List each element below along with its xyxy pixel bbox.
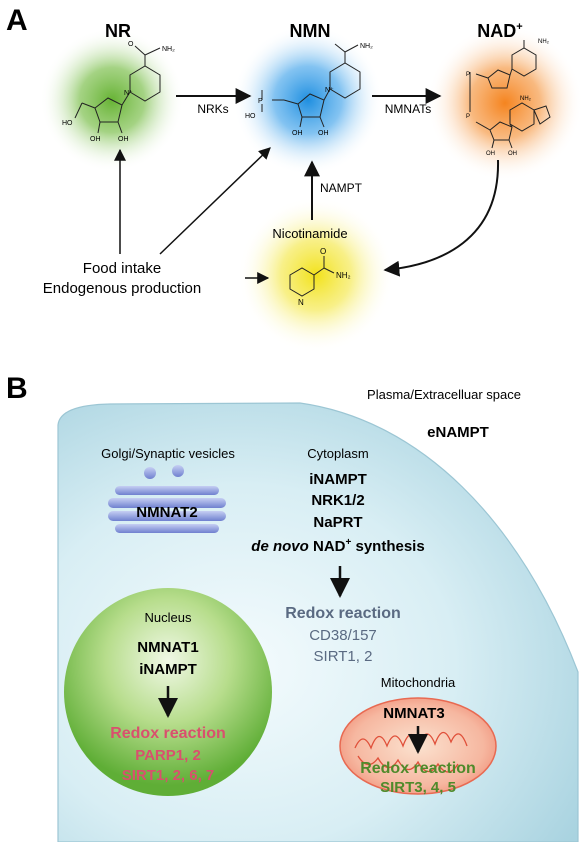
- arrow-food-nmn: [159, 147, 271, 255]
- nic-o: O: [320, 247, 326, 256]
- nr-np: N⁺: [124, 89, 133, 97]
- nad-p1: P: [466, 72, 470, 78]
- nucleus-nmnat1: NMNAT1: [137, 639, 198, 656]
- nmn-molecule: [261, 43, 361, 128]
- nicotinamide-molecule: [289, 256, 335, 297]
- cytoplasm-title: Cytoplasm: [307, 446, 368, 461]
- cytoplasm-denovo: de novo NAD+ synthesis: [251, 537, 424, 555]
- arrow-nad-nic: [383, 159, 500, 277]
- nr-molecule: [74, 45, 161, 134]
- mito-sirt: SIRT3, 4, 5: [380, 779, 456, 796]
- mito-title: Mitochondria: [381, 675, 456, 690]
- nmn-ho: HO: [245, 113, 256, 120]
- cytoplasm-sirt: SIRT1, 2: [314, 648, 373, 665]
- nad-glow: [427, 25, 581, 181]
- source-endogenous: Endogenous production: [43, 280, 201, 297]
- nr-o: O: [128, 41, 134, 48]
- nucleus-title: Nucleus: [145, 610, 192, 625]
- nicotinamide-glow: [238, 197, 394, 353]
- nad-molecule: [469, 40, 551, 149]
- edge-nmnats: NMNATs: [385, 102, 431, 116]
- nucleus-sirt: SIRT1, 2, 6, 7: [122, 767, 215, 784]
- source-food: Food intake: [83, 260, 161, 277]
- nad-nh2: NH₂: [538, 39, 550, 45]
- nic-n: N: [298, 298, 304, 307]
- cytoplasm-naprt: NaPRT: [313, 514, 362, 531]
- nad-p2: P: [466, 114, 470, 120]
- nr-nh2: NH₂: [162, 46, 175, 53]
- nmn-p: P: [258, 98, 263, 105]
- nr-ho: HO: [62, 120, 73, 127]
- nad-title: NAD+: [477, 21, 522, 41]
- cytoplasm-nrk: NRK1/2: [311, 492, 364, 509]
- nucleus-redox: Redox reaction: [110, 725, 226, 742]
- nr-title: NR: [105, 21, 131, 41]
- golgi-label: Golgi/Synaptic vesicles: [101, 446, 235, 461]
- edge-nrks: NRKs: [197, 102, 228, 116]
- nmn-title: NMN: [290, 21, 331, 41]
- enampt-label: eNAMPT: [427, 424, 489, 441]
- cytoplasm-redox: Redox reaction: [285, 605, 401, 622]
- cytoplasm-cd38: CD38/157: [309, 627, 377, 644]
- golgi-enzyme: NMNAT2: [136, 504, 197, 521]
- nmn-oh1: OH: [292, 130, 303, 137]
- panel-a-label: A: [6, 4, 28, 37]
- plasma-label: Plasma/Extracelluar space: [367, 387, 521, 402]
- nicotinamide-title: Nicotinamide: [272, 226, 347, 241]
- nmn-nh2: NH₂: [360, 43, 373, 50]
- nmn-np: N⁺: [325, 86, 334, 94]
- nad-nh2b: NH₂: [520, 96, 532, 102]
- nucleus-parp: PARP1, 2: [135, 747, 201, 764]
- edge-nampt: NAMPT: [320, 181, 363, 195]
- nucleus-inampt: iNAMPT: [139, 661, 197, 678]
- nic-nh2: NH₂: [336, 271, 351, 280]
- nr-oh1: OH: [90, 136, 101, 143]
- panel-b-label: B: [6, 372, 28, 405]
- nr-oh2: OH: [118, 136, 129, 143]
- mito-nmnat3: NMNAT3: [383, 705, 444, 722]
- nad-oh2: OH: [508, 151, 517, 157]
- nmn-oh2: OH: [318, 130, 329, 137]
- golgi-apparatus: [108, 465, 226, 533]
- mito-redox: Redox reaction: [360, 760, 476, 777]
- nad-oh1: OH: [486, 151, 495, 157]
- cytoplasm-inampt: iNAMPT: [309, 471, 367, 488]
